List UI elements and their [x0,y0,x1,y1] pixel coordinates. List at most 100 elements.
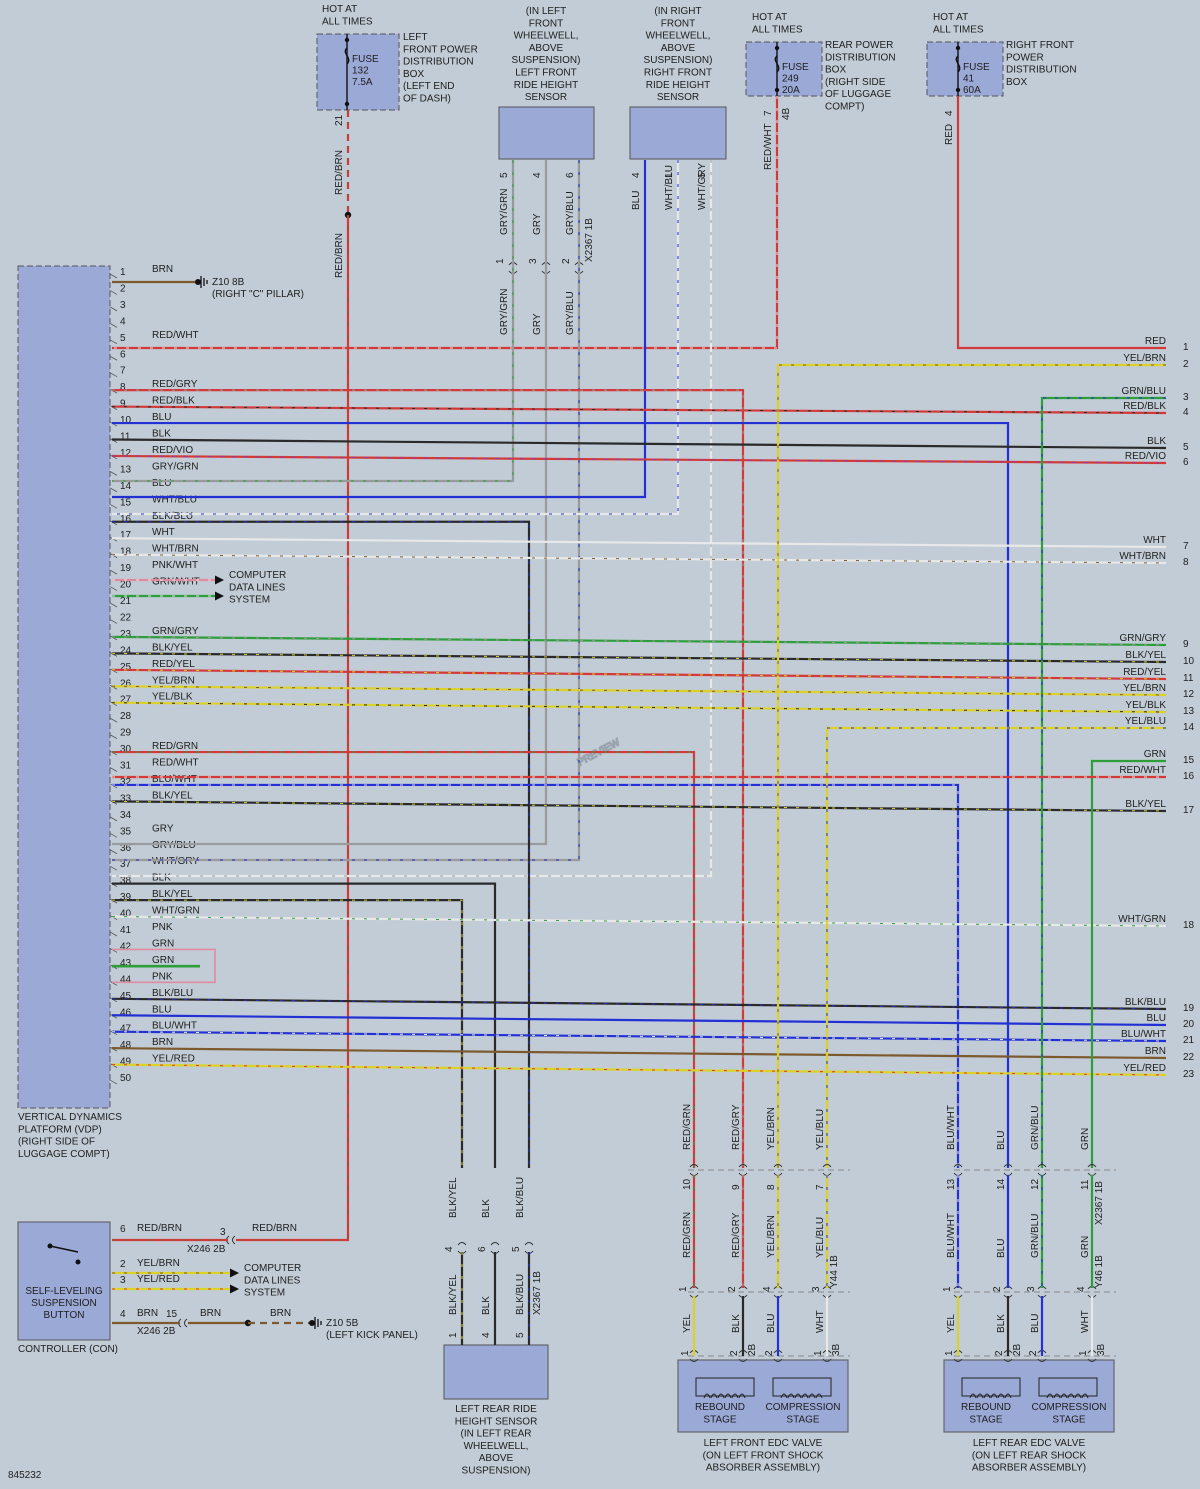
rf-sensor-wire-label: WHT/BLU [664,165,675,210]
vdp-pin-wire-label: BLU/WHT [152,774,197,785]
vdp-pin-stub [109,487,118,493]
lf_edc-pin: 2 [727,1286,738,1292]
lr_edc-pin: 11 [1080,1179,1091,1190]
right-pin-number: 15 [1183,755,1195,766]
vdp-pin-number: 20 [120,580,132,591]
fuse132-desc: DISTRIBUTION [403,57,474,68]
lr_edc-pin: 2 [994,1350,1005,1356]
vdp-pin-wire-label: GRN [152,938,174,949]
lr-sensor-wire-label: BLK/YEL [448,1274,459,1315]
right-wire-label: YEL/RED [1123,1063,1166,1074]
lf_edc-pin: 2 [764,1350,775,1356]
lr_edc-label: (ON LEFT REAR SHOCK [972,1450,1087,1461]
lf-sensor-label: (IN LEFT [526,6,567,17]
grn-blu-right-wire [1040,396,1166,1168]
lr_edc-wire-label: GRN [1080,1236,1091,1258]
lr_edc-wire-label: BLU [1030,1314,1041,1333]
edc-feed-wire [112,421,1010,1168]
vdp-pin-number: 29 [120,728,132,739]
fuse41-fuse-label: 41 [963,74,975,85]
lr_edc-pin: 1 [942,1286,953,1292]
right-pin-number: 17 [1183,805,1195,816]
fuse132-hot-label: ALL TIMES [322,16,373,27]
fuse249-wire-label: RED/WHT [763,123,774,170]
fuse41-fuse-label: FUSE [963,62,990,73]
through-wire [111,1030,1167,1043]
lf-sensor-conn-label: X2367 1B [584,218,595,262]
lr_edc-wire-label: BLU/WHT [946,1105,957,1150]
lr-sensor-pin: 4 [481,1332,492,1338]
vdp-pin-stub [109,339,118,345]
lr-sensor-conn-label: X2367 1B [532,1271,543,1315]
right-pin-number: 18 [1183,920,1195,931]
gry-wire [112,160,548,846]
vdp-label: PLATFORM (VDP) [18,1124,102,1135]
lr_edc-wire-label: YEL [946,1314,957,1333]
right-pin-number: 22 [1183,1052,1195,1063]
fuse249-wire [112,96,779,350]
cdls-label: SYSTEM [229,595,270,606]
vdp-pin-wire-label: BLK/BLU [152,988,193,999]
vdp-pin-number: 38 [120,876,132,887]
switch-icon [47,1243,81,1265]
lf-sensor-wire-label: GRY/GRN [499,289,510,336]
vdp-pin-number: 12 [120,448,132,459]
rf-sensor-label: (IN RIGHT [654,6,701,17]
yel-brn-right-wire [776,363,1166,1168]
lf-sensor-conn-pin: 3 [528,258,539,264]
right-pin-number: 16 [1183,771,1195,782]
vdp-pin-number: 37 [120,859,132,870]
self-leveling-button [17,1221,111,1341]
arrow-icon [230,1284,239,1294]
lr-sensor-label: ABOVE [479,1453,514,1464]
grn-right-wire [1090,759,1166,1168]
lr_edc-stage-label: COMPRESSION [1031,1402,1106,1413]
vdp-pin-wire-label: BLU [152,1004,171,1015]
lr-sensor-conn-pin: 6 [477,1246,488,1252]
lr_edc-conn-label: 2B [1012,1343,1023,1356]
fuse41-fuse-icon [955,42,961,96]
fuse132-box [316,33,400,111]
lr-sensor-pin: 1 [448,1332,459,1338]
fuse41-desc: BOX [1006,77,1027,88]
fuse41-fuse-label: 60A [963,85,981,96]
lr_edc-wire-label: GRN/BLU [1030,1106,1041,1150]
lr_edc-pin: 1 [944,1350,955,1356]
vdp-pin-wire-label: RED/BLK [152,396,195,407]
vdp-pin-number: 50 [120,1073,132,1084]
lr_edc-wire-label: BLU [996,1131,1007,1150]
fuse249-desc: (RIGHT SIDE [825,77,886,88]
right-pin-number: 5 [1183,442,1189,453]
vdp-pin-number: 23 [120,629,132,640]
lf-sensor-wire-label: GRY [532,213,543,235]
rf-sensor-pin: 4 [631,172,642,178]
vdp-pin-number: 22 [120,612,132,623]
con-conn-label: X246 2B [137,1326,176,1337]
solenoid-icon [772,1377,832,1399]
lf-sensor-pin: 6 [565,172,576,178]
right-pin-number: 23 [1183,1069,1195,1080]
right-wire-label: WHT [1143,535,1166,546]
lf_edc-wire-label: YEL/BLU [815,1109,826,1150]
lf_edc-wire-label: WHT [815,1310,826,1333]
through-wire [111,454,1167,465]
lf_edc-wire-label: YEL [682,1314,693,1333]
solenoid-icon [1038,1377,1098,1399]
lr-ride-height-sensor [443,1344,549,1400]
right-pin-number: 14 [1183,722,1195,733]
vdp-pin-number: 25 [120,662,132,673]
right-wire-label: YEL/BLU [1125,716,1166,727]
fuse41-wire [956,96,1166,350]
fuse249-box [745,41,823,97]
rf-sensor-label: SUSPENSION) [644,55,713,66]
lf-sensor-label: FRONT [529,18,563,29]
lr-sensor-label: HEIGHT SENSOR [455,1416,538,1427]
lf-sensor-wire-label: GRY [532,313,543,335]
con-wire-label: BRN [200,1308,221,1319]
vdp-pin-stub [109,372,118,378]
fuse132-wire-label: RED/BRN [334,150,345,195]
vdp-pin-number: 3 [120,300,126,311]
cdls-label: COMPUTER [229,570,286,581]
lr_edc-conn-label: 3B [1096,1343,1107,1356]
vdp-pin-number: 5 [120,333,126,344]
